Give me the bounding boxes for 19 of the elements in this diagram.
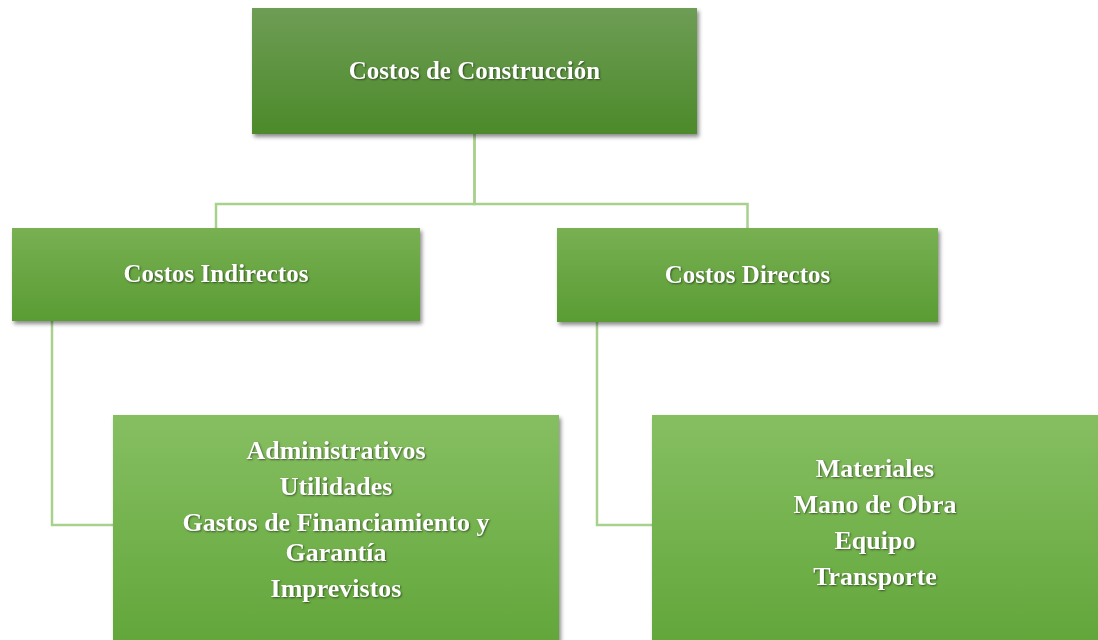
box-label: Materiales xyxy=(815,454,935,484)
connector-line xyxy=(595,322,652,527)
connector-line xyxy=(473,134,749,228)
box-label: Utilidades xyxy=(279,471,393,502)
box-label: Equipo xyxy=(834,525,916,556)
box-label: Costos de Construcción xyxy=(348,56,601,86)
process-box xyxy=(113,415,559,640)
box-label: Imprevistos xyxy=(270,573,402,604)
box-label: Administrativos xyxy=(246,436,426,466)
box-label: Mano de Obra xyxy=(793,489,957,520)
process-box xyxy=(12,228,420,321)
connector-line xyxy=(50,321,113,527)
process-box xyxy=(557,228,938,322)
process-box xyxy=(652,415,1098,640)
box-label: Gastos de Financiamiento y Garantía xyxy=(181,507,491,568)
process-box xyxy=(252,8,697,134)
box-label: Costos Indirectos xyxy=(123,260,309,289)
box-label: Transporte xyxy=(813,561,937,592)
box-label: Costos Directos xyxy=(664,260,831,290)
